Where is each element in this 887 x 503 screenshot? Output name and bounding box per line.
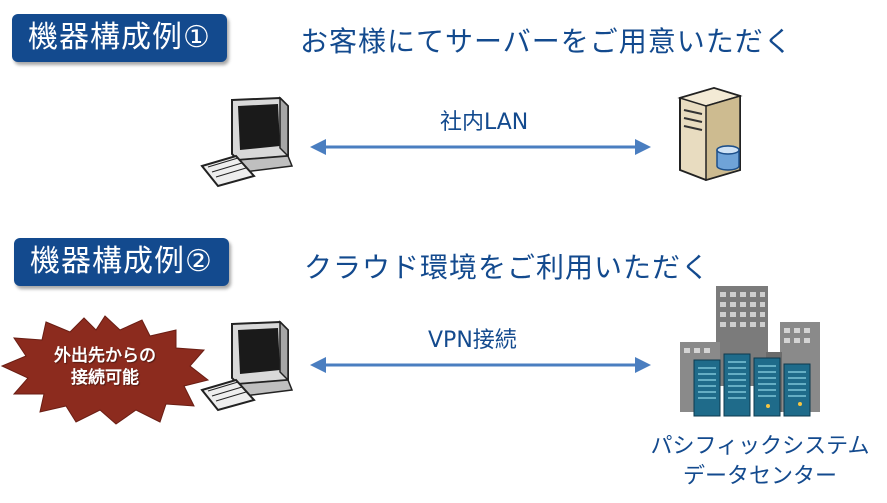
vpn-connection-arrow (310, 357, 651, 373)
burst-line-1: 外出先からの (54, 346, 156, 366)
burst-text: 外出先からの 接続可能 (40, 345, 170, 389)
building-icon (680, 286, 820, 417)
computer-icon (200, 320, 294, 412)
datacenter-caption: パシフィックシステム データセンター (640, 432, 880, 492)
lan-label: 社内LAN (440, 110, 529, 135)
config-example-2-badge: 機器構成例② (14, 238, 229, 286)
burst-badge (0, 315, 210, 425)
server-icon (677, 86, 743, 182)
datacenter-line-1: パシフィックシステム (650, 434, 870, 459)
config-example-1-heading: お客様にてサーバーをご用意いただく (300, 25, 793, 58)
computer-icon (200, 96, 294, 188)
vpn-label: VPN接続 (428, 328, 517, 353)
burst-line-2: 接続可能 (71, 368, 139, 388)
datacenter-line-2: データセンター (682, 464, 837, 489)
config-example-2-heading: クラウド環境をご利用いただく (304, 251, 711, 284)
config-example-1-badge: 機器構成例① (12, 14, 227, 62)
lan-connection-arrow (310, 139, 651, 155)
